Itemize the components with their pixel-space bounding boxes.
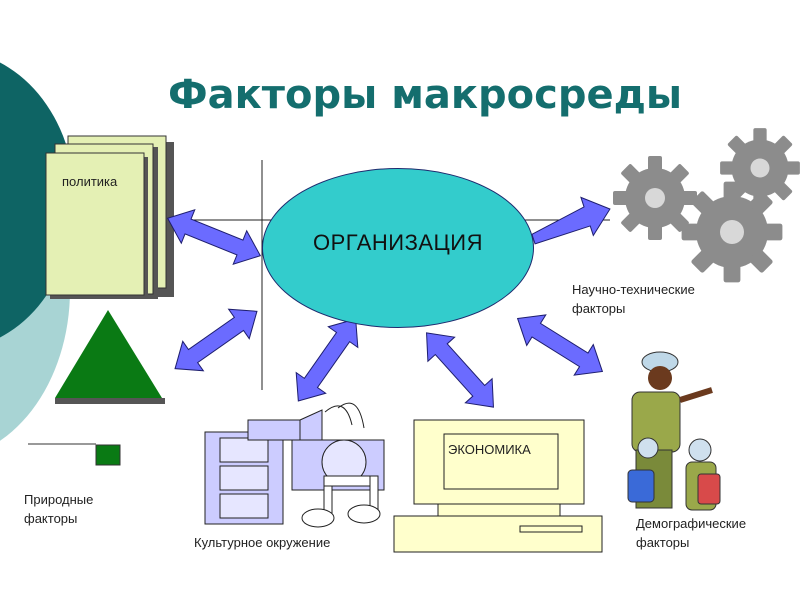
nature-label-line1: Природные: [24, 492, 94, 507]
science-label: Научно-технические факторы: [572, 280, 695, 318]
science-label-line2: факторы: [572, 301, 626, 316]
arrow-nature: [174, 308, 258, 372]
page-title: Факторы макросреды: [168, 72, 683, 118]
nature-label: Природные факторы: [24, 490, 93, 528]
gears-icon: [613, 128, 800, 283]
arrow-science: [531, 196, 611, 245]
demography-label-line2: факторы: [636, 535, 690, 550]
demography-label-line1: Демографические: [636, 516, 747, 531]
film-and-music-icon: [204, 402, 385, 528]
nature-label-line2: факторы: [24, 511, 78, 526]
demography-label: Демографические факторы: [636, 514, 746, 552]
tourist-people-icon: [627, 351, 721, 511]
arrows: [166, 196, 611, 408]
economy-label: ЭКОНОМИКА: [448, 442, 531, 457]
arrow-economy: [426, 332, 494, 408]
arrow-politics: [166, 209, 262, 265]
tree-icon: [55, 310, 165, 466]
computer-icon: [393, 419, 603, 553]
culture-label: Культурное окружение: [194, 535, 331, 550]
documents-icon: [45, 135, 174, 299]
organization-label: ОРГАНИЗАЦИЯ: [312, 230, 484, 255]
politics-label: политика: [62, 174, 118, 189]
arrow-demography: [516, 314, 604, 376]
science-label-line1: Научно-технические: [572, 282, 695, 297]
organization-ellipse: [262, 168, 534, 328]
